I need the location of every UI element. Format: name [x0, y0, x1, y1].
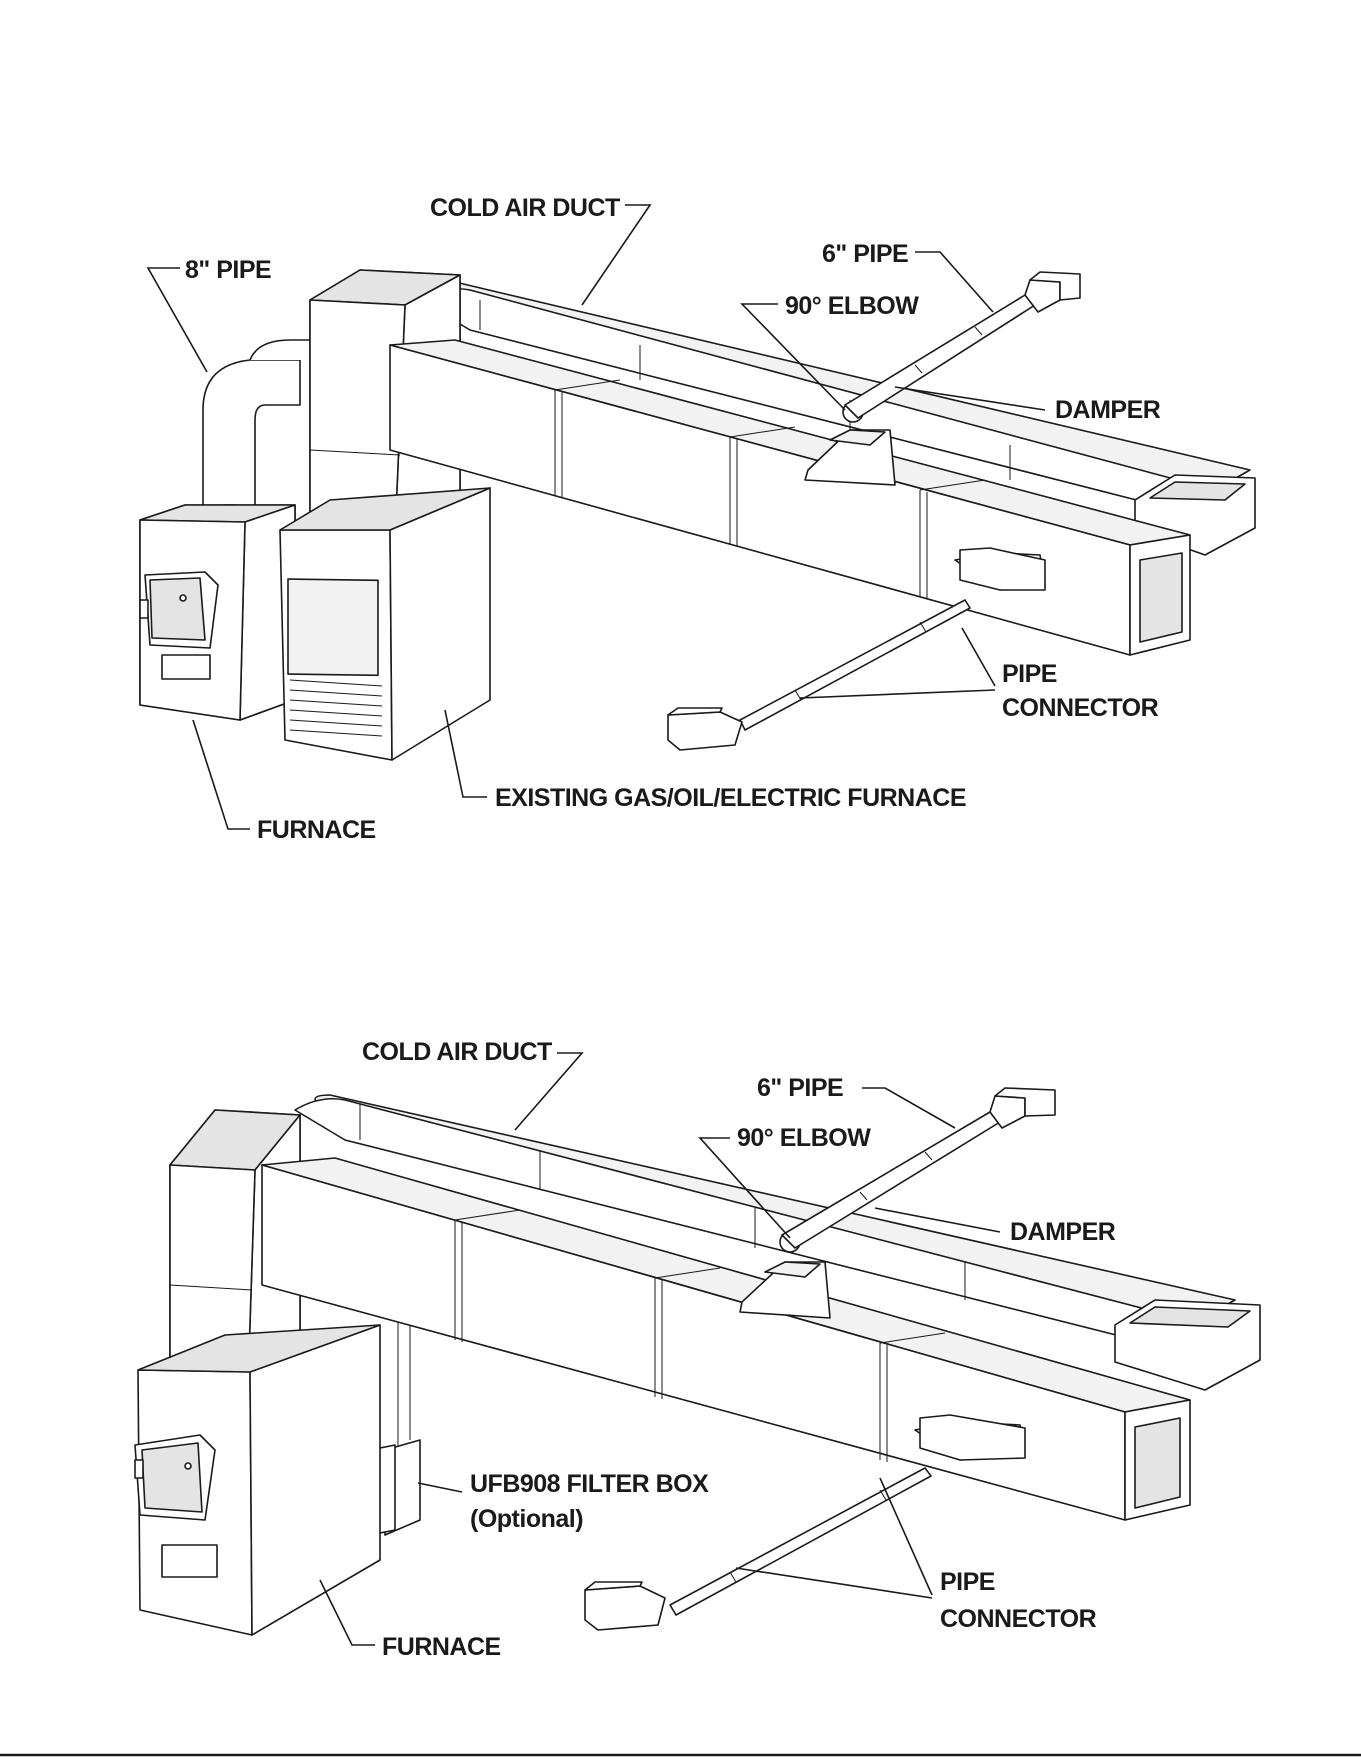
top-label-90-elbow: 90° ELBOW	[785, 292, 919, 320]
bottom-label-damper: DAMPER	[1010, 1218, 1116, 1246]
bottom-label-90-elbow: 90° ELBOW	[737, 1124, 871, 1152]
bottom-label-filter-box-1: UFB908 FILTER BOX	[470, 1470, 709, 1498]
top-label-damper: DAMPER	[1055, 396, 1161, 424]
top-label-8in-pipe: 8" PIPE	[185, 256, 271, 284]
top-label-existing-furnace: EXISTING GAS/OIL/ELECTRIC FURNACE	[495, 784, 966, 812]
top-label-cold-air-duct: COLD AIR DUCT	[430, 194, 620, 222]
bottom-label-cold-air-duct: COLD AIR DUCT	[362, 1038, 552, 1066]
top-label-pipe-connector-2: CONNECTOR	[1002, 694, 1159, 722]
top-8in-pipe	[203, 340, 312, 525]
bottom-side-takeoff-pipe	[585, 1415, 1025, 1630]
bottom-label-pipe-connector-1: PIPE	[940, 1568, 995, 1596]
top-label-furnace: FURNACE	[257, 816, 376, 844]
top-diagram: COLD AIR DUCT 8" PIPE 6" PIPE 90° ELBOW …	[140, 194, 1255, 844]
top-furnace	[140, 505, 295, 720]
bottom-label-filter-box-2: (Optional)	[470, 1505, 583, 1533]
top-label-6in-pipe: 6" PIPE	[822, 240, 908, 268]
bottom-label-pipe-connector-2: CONNECTOR	[940, 1605, 1097, 1633]
top-label-pipe-connector-1: PIPE	[1002, 660, 1057, 688]
bottom-diagram: COLD AIR DUCT 6" PIPE 90° ELBOW DAMPER U…	[135, 1038, 1260, 1661]
bottom-label-6in-pipe: 6" PIPE	[757, 1074, 843, 1102]
bottom-label-furnace: FURNACE	[382, 1633, 501, 1661]
